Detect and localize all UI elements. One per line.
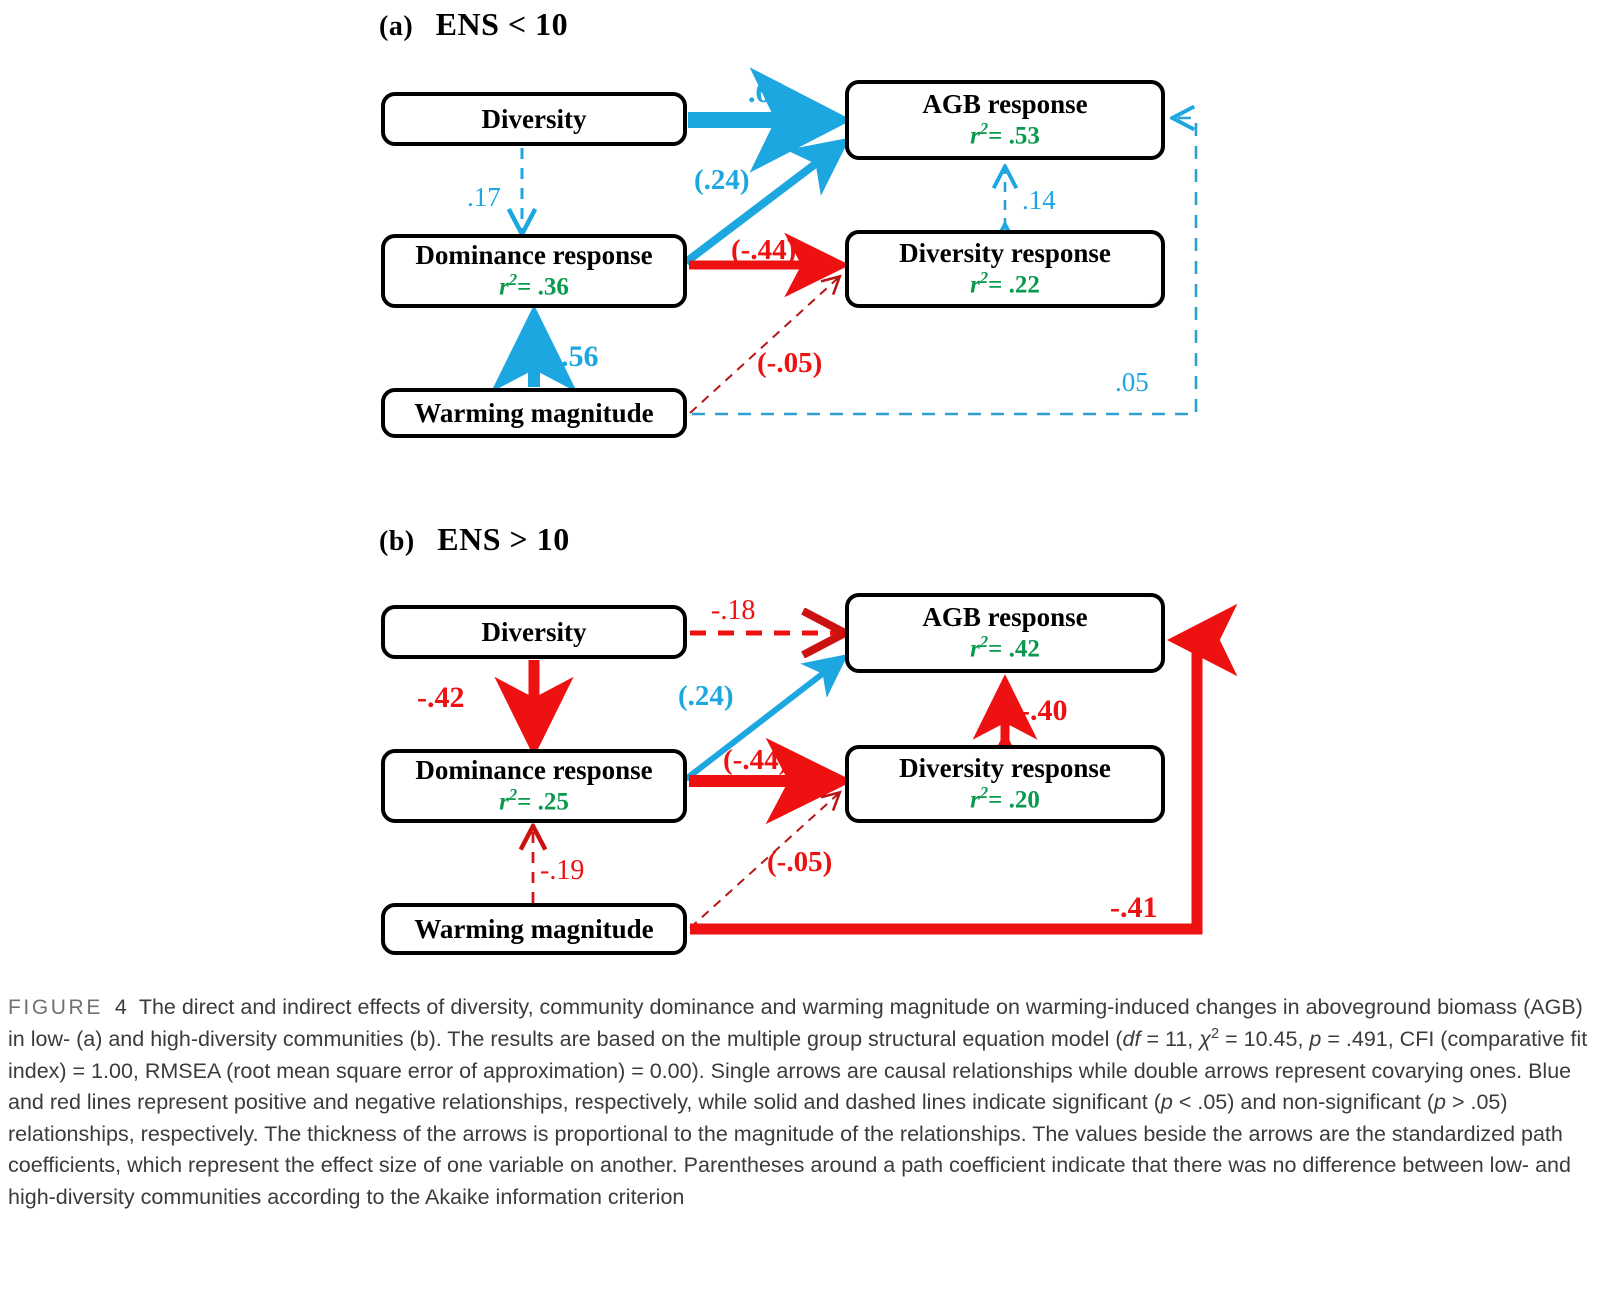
node-a-dominance[interactable]: Dominance response r2= .36 [381, 234, 687, 308]
node-b-divresp[interactable]: Diversity response r2= .20 [845, 745, 1165, 823]
panel-a-title-text: ENS < 10 [435, 6, 569, 42]
node-a-warming[interactable]: Warming magnitude [381, 388, 687, 438]
caption-seg6: > .05) relationships, respectively. The … [8, 1090, 1571, 1209]
edge-a-warming-agb [692, 118, 1198, 416]
node-a-divresp-label: Diversity response [899, 238, 1111, 269]
panel-b-tag: (b) [379, 526, 415, 557]
node-b-divresp-r2: r2= .20 [970, 783, 1040, 814]
caption-seg4: = .491, CFI (comparative fit index) = 1.… [8, 1027, 1588, 1115]
label-b-divresp-agb: -.40 [1020, 694, 1068, 727]
node-a-warming-label: Warming magnitude [414, 397, 654, 428]
caption-seg1: The direct and indirect effects of diver… [8, 995, 1583, 1052]
node-b-dominance-r2: r2= .25 [499, 785, 569, 816]
caption-figure-number: 4 [114, 995, 127, 1019]
panel-b-title-text: ENS > 10 [437, 521, 570, 557]
caption-p1: p [1309, 1027, 1322, 1052]
label-a-warming-dominance: .56 [561, 340, 599, 373]
label-a-dominance-agb: (.24) [694, 164, 750, 196]
node-b-warming[interactable]: Warming magnitude [381, 903, 687, 955]
figure-caption: FIGURE 4 The direct and indirect effects… [8, 992, 1604, 1214]
node-a-agb-r2: r2= .53 [970, 119, 1040, 150]
label-a-dominance-divresp: (-.44) [731, 234, 797, 266]
caption-seg3: = 10.45, [1219, 1027, 1310, 1052]
caption-p3: p [1434, 1090, 1446, 1115]
node-a-dominance-label: Dominance response [415, 240, 653, 271]
label-a-diversity-agb: .63 [748, 76, 786, 109]
label-b-warming-agb: -.41 [1110, 891, 1158, 924]
caption-df: df [1122, 1027, 1141, 1052]
node-a-diversity-label: Diversity [481, 103, 587, 134]
node-b-agb-r2: r2= .42 [970, 632, 1040, 663]
label-b-diversity-agb: -.18 [711, 595, 756, 626]
node-b-warming-label: Warming magnitude [414, 913, 654, 944]
node-b-dominance-label: Dominance response [415, 755, 653, 786]
node-a-agb[interactable]: AGB response r2= .53 [845, 80, 1165, 160]
edge-b-warming-divresp [689, 790, 842, 929]
label-b-diversity-dominance: -.42 [417, 681, 465, 714]
node-b-agb-label: AGB response [922, 602, 1088, 633]
caption-chi-sup: 2 [1211, 1025, 1220, 1042]
node-b-dominance[interactable]: Dominance response r2= .25 [381, 749, 687, 823]
caption-seg5: < .05) and non-significant ( [1172, 1090, 1435, 1115]
label-a-warming-agb: .05 [1115, 367, 1149, 397]
panel-a-title: (a) ENS < 10 [379, 6, 568, 43]
node-a-diversity[interactable]: Diversity [381, 92, 687, 146]
panel-b-title: (b) ENS > 10 [379, 521, 570, 558]
node-a-dominance-r2: r2= .36 [499, 270, 569, 301]
label-a-diversity-dominance: .17 [467, 182, 501, 212]
caption-p2: p [1160, 1090, 1173, 1115]
edge-a-warming-divresp [689, 274, 842, 414]
label-b-warming-dominance: -.19 [540, 855, 585, 886]
label-b-warming-divresp: (-.05) [767, 846, 833, 878]
panel-a-tag: (a) [379, 11, 414, 42]
edge-a-dominance-agb [683, 137, 851, 266]
caption-figure-label: FIGURE [8, 996, 103, 1019]
node-a-agb-label: AGB response [922, 89, 1088, 120]
label-b-dominance-agb: (.24) [678, 680, 734, 712]
edge-b-dominance-agb [684, 653, 849, 782]
node-a-divresp[interactable]: Diversity response r2= .22 [845, 230, 1165, 308]
label-b-dominance-divresp: (-.44) [723, 744, 789, 776]
caption-seg2: = 11, [1140, 1027, 1200, 1052]
caption-chi: χ [1199, 1027, 1212, 1052]
node-b-agb[interactable]: AGB response r2= .42 [845, 593, 1165, 673]
node-b-diversity[interactable]: Diversity [381, 605, 687, 659]
node-b-divresp-label: Diversity response [899, 753, 1111, 784]
label-a-divresp-agb: .14 [1022, 185, 1056, 215]
edge-b-warming-agb [690, 603, 1238, 935]
node-b-diversity-label: Diversity [481, 616, 587, 647]
label-a-warming-divresp: (-.05) [757, 347, 823, 379]
node-a-divresp-r2: r2= .22 [970, 268, 1040, 299]
